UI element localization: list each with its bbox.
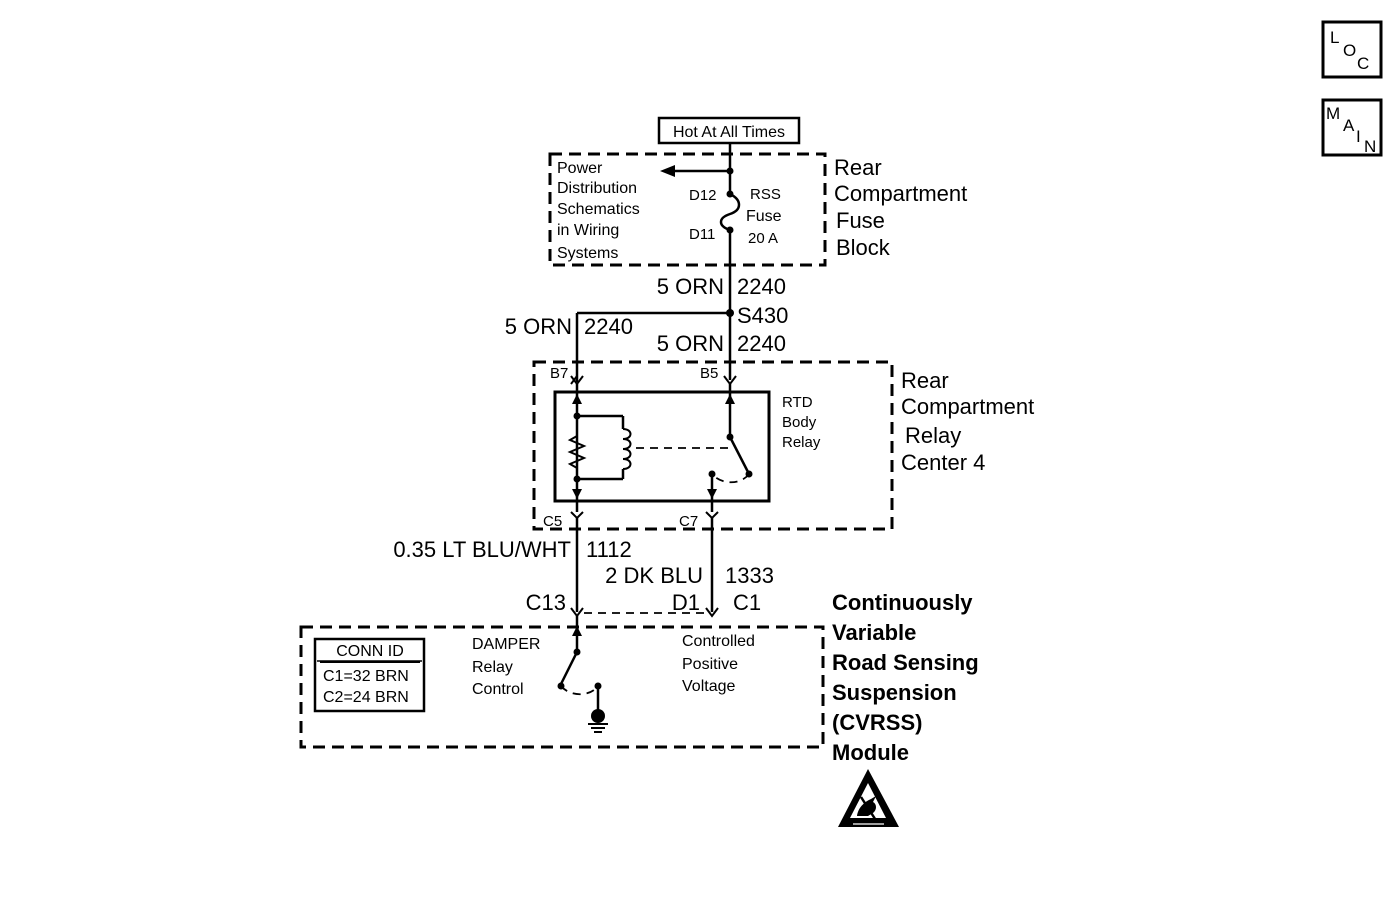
branch-b7-color: 5 ORN: [505, 314, 572, 339]
cvrss-module-outline: [299, 625, 825, 749]
module-title-line: Suspension: [832, 680, 957, 705]
main-letter-n: N: [1364, 137, 1376, 156]
module-title-line: (CVRSS): [832, 710, 922, 735]
fuse-block-title-line: Rear: [834, 155, 882, 180]
reference-line: Distribution: [557, 180, 637, 197]
power-distribution-reference: Power Distribution Schematics in Wiring …: [557, 160, 640, 262]
fuse-label-line: Fuse: [746, 208, 782, 225]
connector-c7: [705, 511, 719, 520]
damper-label-line: DAMPER: [472, 636, 540, 653]
relay-center-title-line: Compartment: [901, 394, 1034, 419]
conn-id-row: C1=32 BRN: [323, 668, 409, 685]
module-title-line: Continuously: [832, 590, 973, 615]
relay-label: RTD Body Relay: [782, 394, 821, 451]
c7-wire-circuit: 1333: [725, 563, 774, 588]
cvrss-module-title: Continuously Variable Road Sensing Suspe…: [832, 590, 979, 765]
pin-b5-label: B5: [700, 365, 718, 382]
pin-c1-label: C1: [733, 590, 761, 615]
loc-letter-c: C: [1357, 54, 1369, 73]
module-title-line: Road Sensing: [832, 650, 979, 675]
fuse-block-title: Rear Compartment Fuse Block: [834, 155, 967, 260]
power-source-text: Hot At All Times: [673, 124, 785, 141]
reference-line: Power: [557, 160, 603, 177]
main-letter-a: A: [1343, 116, 1355, 135]
relay-label-line: Body: [782, 414, 817, 431]
branch-b7-circuit: 2240: [584, 314, 633, 339]
splice-label: S430: [737, 303, 788, 328]
loc-button[interactable]: L O C: [1321, 20, 1383, 79]
main-letter-m: M: [1326, 104, 1340, 123]
c5-wire-circuit: 1112: [586, 537, 632, 562]
fuse-block-title-line: Block: [836, 235, 891, 260]
relay-center-title: Rear Compartment Relay Center 4: [901, 368, 1034, 475]
relay-center-title-line: Rear: [901, 368, 949, 393]
loc-letter-l: L: [1330, 28, 1339, 47]
controlled-voltage-label: Controlled Positive Voltage: [682, 633, 755, 695]
main-button[interactable]: M A I N: [1321, 98, 1383, 157]
branch-b7-wire: [575, 311, 730, 382]
pin-d1-label: D1: [672, 590, 700, 615]
branch-b5-circuit: 2240: [737, 331, 786, 356]
damper-label-line: Relay: [472, 659, 513, 676]
voltage-label-line: Positive: [682, 656, 738, 673]
reference-line: Systems: [557, 245, 618, 262]
voltage-label-line: Voltage: [682, 678, 735, 695]
reference-arrow: [660, 165, 730, 177]
rtd-body-relay-box: [553, 390, 771, 503]
connector-c5: [570, 511, 584, 520]
fuse-label-line: 20 A: [748, 230, 778, 247]
pin-c7-label: C7: [679, 513, 698, 530]
loc-letter-o: O: [1343, 41, 1356, 60]
relay-switch-circuit: [707, 384, 753, 512]
fuse-block-title-line: Fuse: [836, 208, 885, 233]
c7-wire-color: 2 DK BLU: [605, 563, 703, 588]
main-feed-circuit: 2240: [737, 274, 786, 299]
voltage-label-line: Controlled: [682, 633, 755, 650]
module-title-line: Variable: [832, 620, 916, 645]
connector-c1: [705, 607, 719, 618]
conn-id-row: C2=24 BRN: [323, 689, 409, 706]
relay-label-line: RTD: [782, 394, 813, 411]
module-title-line: Module: [832, 740, 909, 765]
fuse-block-outline: [548, 152, 827, 267]
branch-b5-color: 5 ORN: [657, 331, 724, 356]
pin-c13-label: C13: [526, 590, 566, 615]
relay-label-line: Relay: [782, 434, 821, 451]
c5-wire-color: 0.35 LT BLU/WHT: [393, 537, 571, 562]
fuse-pin-d11: D11: [689, 226, 715, 243]
relay-center-title-line: Relay: [905, 423, 961, 448]
esd-warning-icon: [838, 769, 899, 827]
pin-c5-label: C5: [543, 513, 562, 530]
main-feed-color: 5 ORN: [657, 274, 724, 299]
fuse-label-line: RSS: [750, 186, 781, 203]
relay-coil-circuit: [567, 384, 632, 512]
pin-b7-label: B7: [550, 365, 568, 382]
damper-label: DAMPER Relay Control: [472, 636, 540, 698]
conn-id-table: CONN ID C1=32 BRN C2=24 BRN: [313, 637, 426, 713]
damper-switch: [557, 616, 602, 712]
relay-center-title-line: Center 4: [901, 450, 985, 475]
conn-id-header: CONN ID: [336, 643, 404, 660]
damper-label-line: Control: [472, 681, 524, 698]
ground-icon: [588, 709, 608, 733]
main-feed-wire: [719, 144, 741, 380]
power-source-label: Hot At All Times: [657, 116, 801, 145]
fuse-label: RSS Fuse 20 A: [746, 186, 782, 247]
reference-line: Schematics: [557, 201, 640, 218]
fuse-block-title-line: Compartment: [834, 181, 967, 206]
reference-line: in Wiring: [557, 222, 619, 239]
main-letter-i: I: [1356, 127, 1361, 146]
fuse-pin-d12: D12: [689, 187, 717, 204]
